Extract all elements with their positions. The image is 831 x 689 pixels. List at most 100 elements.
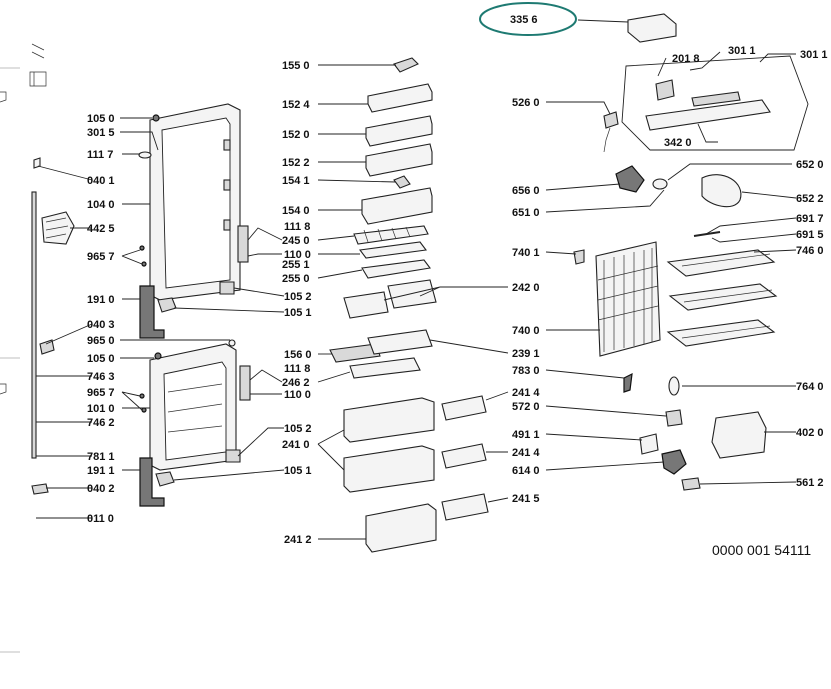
drawer-front-2	[441, 443, 487, 469]
egg-clip	[393, 57, 419, 73]
label-105-1-lower: 105 1	[284, 465, 312, 477]
label-154-1: 154 1	[282, 175, 310, 187]
label-572-0: 572 0	[512, 401, 540, 413]
lower-door-shelves	[167, 383, 223, 433]
label-105-0: 105 0	[87, 113, 115, 125]
hinge-bracket-upper	[139, 285, 165, 339]
label-740-1: 740 1	[512, 247, 540, 259]
gasket-ring-icon	[668, 376, 680, 396]
glass-shelf-255-1	[358, 241, 428, 259]
highlight-ellipse	[479, 2, 577, 36]
handle-upper	[237, 225, 249, 263]
label-746-3: 746 3	[87, 371, 115, 383]
upper-door-shelf-clips	[223, 139, 231, 231]
label-152-0: 152 0	[282, 129, 310, 141]
label-111-7: 111 7	[87, 149, 113, 161]
label-691-5: 691 5	[796, 229, 824, 241]
label-110-0-lower: 110 0	[284, 389, 311, 401]
label-245-0: 245 0	[282, 235, 310, 247]
thermostat-knob	[655, 79, 675, 101]
label-241-5: 241 5	[512, 493, 540, 505]
cap-icon	[33, 157, 41, 169]
label-301-1-inner: 301 1	[728, 45, 756, 57]
foot-icon	[31, 483, 49, 495]
label-652-2: 652 2	[796, 193, 824, 205]
label-740-0: 740 0	[512, 325, 540, 337]
label-105-2: 105 2	[284, 291, 312, 303]
bottle-clip	[393, 175, 411, 189]
label-241-2: 241 2	[284, 534, 312, 546]
left-edge-fragments	[0, 43, 47, 653]
upper-door-panel	[161, 117, 231, 289]
freezer-drawer-bottom	[365, 503, 437, 553]
label-335-6: 335 6	[510, 14, 538, 26]
freezer-drawer-2	[343, 445, 435, 493]
label-152-2: 152 2	[282, 157, 310, 169]
label-656-0: 656 0	[512, 185, 540, 197]
label-241-4-lower: 241 4	[512, 447, 540, 459]
bracket-icon	[39, 339, 55, 355]
label-764-0: 764 0	[796, 381, 824, 393]
heater-icon	[623, 372, 633, 393]
label-965-7: 965 7	[87, 251, 115, 263]
wire-shelf-245	[353, 225, 429, 245]
reference-number: 0000 001 54111	[712, 542, 811, 558]
label-155-0: 155 0	[282, 60, 310, 72]
glass-shelf-255-0	[361, 259, 431, 279]
label-691-7: 691 7	[796, 213, 824, 225]
thermostat-group-outline	[621, 55, 809, 151]
label-105-2-lower: 105 2	[284, 423, 312, 435]
edge-mark-icon	[0, 91, 7, 103]
label-242-0: 242 0	[512, 282, 540, 294]
label-526-0: 526 0	[512, 97, 540, 109]
screw-icon	[141, 261, 147, 267]
label-491-1: 491 1	[512, 429, 540, 441]
leader-lines	[36, 19, 797, 540]
label-965-7-lower: 965 7	[87, 387, 115, 399]
freezer-shelf-246	[349, 357, 421, 379]
label-965-0: 965 0	[87, 335, 115, 347]
drain-pan-icon	[681, 477, 701, 491]
label-111-8-lower: 111 8	[284, 363, 310, 375]
hinge-pin-lower	[155, 471, 175, 487]
plug-icon	[138, 151, 152, 159]
label-561-2: 561 2	[796, 477, 824, 489]
screw-icon	[152, 114, 160, 122]
light-unit-icon	[41, 211, 75, 245]
label-746-0: 746 0	[796, 245, 824, 257]
screw-icon	[141, 407, 147, 413]
lower-door-panel	[163, 361, 227, 461]
label-191-0: 191 0	[87, 294, 115, 306]
label-301-5: 301 5	[87, 127, 115, 139]
drawer-front-1	[441, 395, 487, 421]
evaporator	[595, 241, 661, 357]
label-402-0: 402 0	[796, 427, 824, 439]
label-652-0: 652 0	[796, 159, 824, 171]
bulb-icon	[652, 178, 668, 190]
door-shelf-152-0	[365, 115, 433, 147]
handle-lower	[239, 365, 251, 401]
gasket-strip	[31, 191, 37, 459]
sensor-icon	[603, 111, 619, 129]
label-040-1: 040 1	[87, 175, 115, 187]
indicator-strip	[691, 91, 741, 107]
hinge-pin-upper	[157, 297, 177, 313]
label-246-2: 246 2	[282, 377, 310, 389]
wiring-harness-icon	[701, 174, 742, 208]
right-components	[573, 13, 809, 491]
label-255-0: 255 0	[282, 273, 310, 285]
small-box-right	[387, 279, 437, 309]
drawer-front-bottom	[441, 493, 489, 521]
label-105-0-lower: 105 0	[87, 353, 115, 365]
label-111-8: 111 8	[284, 221, 310, 233]
label-156-0: 156 0	[284, 349, 312, 361]
small-box-left	[343, 291, 389, 319]
part-labels: 105 0 301 5 111 7 040 1 104 0 442 5 965 …	[87, 14, 828, 558]
label-746-2: 746 2	[87, 417, 115, 429]
label-101-0: 101 0	[87, 403, 115, 415]
tray-239	[367, 329, 433, 355]
label-154-0: 154 0	[282, 205, 310, 217]
start-cap-icon	[639, 433, 659, 455]
